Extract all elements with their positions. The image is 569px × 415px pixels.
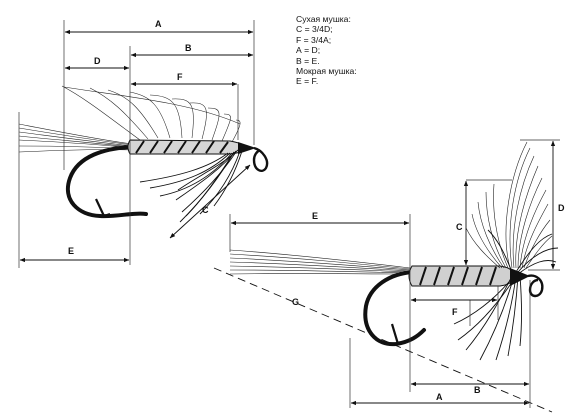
- label-e-left: E: [68, 246, 74, 256]
- dry-fly-rule: А = D;: [296, 45, 321, 56]
- dry-fly-wings: [465, 141, 553, 269]
- dry-fly-rule: В = Е.: [296, 55, 320, 66]
- dry-fly-hook: [363, 270, 426, 347]
- dry-fly-tail: [229, 249, 411, 275]
- label-f-left: F: [177, 72, 183, 82]
- label-g: G: [292, 297, 299, 307]
- wet-fly-hook: [66, 145, 148, 219]
- gape-line-g: [213, 267, 553, 413]
- wet-fly-legend-title: Мокрая мушка:: [296, 66, 357, 77]
- wet-fly-hook-point: [95, 198, 111, 218]
- label-d-right: D: [558, 203, 565, 213]
- label-b-left: B: [185, 43, 192, 53]
- dry-fly-dimensions: [213, 139, 560, 413]
- wet-fly: [18, 85, 269, 223]
- label-e-right: E: [312, 211, 318, 221]
- dry-fly: [229, 141, 559, 361]
- dry-fly-hook-point: [390, 323, 405, 346]
- wet-fly-rule: Е = F.: [296, 76, 319, 87]
- label-a-right: A: [436, 392, 443, 402]
- label-c-left: C: [202, 205, 209, 215]
- wet-fly-dimension-labels: A B D F C E: [68, 19, 209, 256]
- dry-fly-hackle: [453, 229, 559, 361]
- wet-fly-tail: [18, 123, 133, 153]
- label-b-right: B: [474, 385, 481, 395]
- dry-fly-legend-title: Сухая мушка:: [296, 14, 351, 24]
- wet-fly-body-ribbing: [135, 140, 229, 154]
- label-c-right: C: [456, 222, 463, 232]
- wet-fly-body: [127, 139, 247, 155]
- wet-fly-head: [238, 142, 256, 154]
- wet-fly-wing: [61, 85, 241, 143]
- label-f-right: F: [452, 307, 458, 317]
- wet-fly-eye: [252, 146, 269, 172]
- dry-fly-rule: С = 3/4D;: [296, 24, 333, 35]
- dry-fly-rule: F = 3/4A;: [296, 34, 332, 45]
- label-a-left: A: [155, 19, 162, 29]
- label-d-left: D: [94, 56, 101, 66]
- proportions-legend: Сухая мушка: С = 3/4D; F = 3/4A; А = D; …: [296, 14, 357, 87]
- dry-fly-dimension-labels: E C D F B A G: [292, 203, 565, 402]
- dry-fly-body-ribbing: [419, 266, 497, 286]
- dry-fly-head: [510, 268, 530, 286]
- wet-fly-dimensions: [18, 20, 255, 268]
- dry-fly-eye: [527, 274, 544, 298]
